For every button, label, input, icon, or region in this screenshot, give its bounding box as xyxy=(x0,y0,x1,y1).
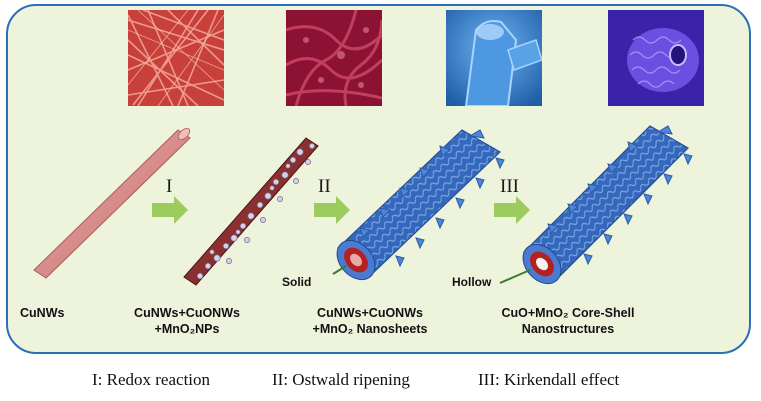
label-stage-4: CuO+MnO₂ Core-Shell Nanostructures xyxy=(478,305,658,337)
label-stage-4-line1: CuO+MnO₂ Core-Shell xyxy=(501,306,635,320)
hollow-pointer-line xyxy=(499,269,531,284)
legend-kirkendall: III: Kirkendall effect xyxy=(478,370,620,389)
solid-tag: Solid xyxy=(282,275,312,289)
step-label-i: I xyxy=(166,176,173,197)
core-shell-hollow xyxy=(522,125,693,285)
sem-image-mno2-nps xyxy=(286,10,382,106)
label-stage-2: CuNWs+CuONWs +MnO₂NPs xyxy=(112,305,262,337)
sem-image-cunws xyxy=(128,10,224,106)
label-stage-4-line2: Nanostructures xyxy=(521,322,615,336)
sem-image-core-shell xyxy=(608,10,704,106)
legend-redox: I: Redox reaction xyxy=(92,370,211,389)
legend-ostwald: II: Ostwald ripening xyxy=(272,370,410,389)
step-label-ii: II xyxy=(318,176,331,197)
arrow-step-i xyxy=(152,196,188,224)
arrow-step-iii xyxy=(494,196,530,224)
label-stage-3-line1: CuNWs+CuONWs xyxy=(317,306,423,320)
label-cunws: CuNWs xyxy=(20,306,65,320)
label-stage-3-line2: +MnO₂ Nanosheets xyxy=(312,322,428,336)
hollow-tag: Hollow xyxy=(452,275,492,289)
label-stage-2-line1: CuNWs+CuONWs xyxy=(134,306,240,320)
step-label-iii: III xyxy=(500,176,519,197)
nanosheet-wire-solid xyxy=(336,129,505,281)
sem-image-nanosheets xyxy=(446,10,542,106)
solid-pointer-line xyxy=(332,265,347,275)
cu-nanowire xyxy=(33,127,191,279)
cuo-nanowire-with-particles xyxy=(183,137,319,286)
label-stage-3: CuNWs+CuONWs +MnO₂ Nanosheets xyxy=(290,305,450,337)
arrow-step-ii xyxy=(314,196,350,224)
label-stage-2-line2: +MnO₂NPs xyxy=(154,322,220,336)
